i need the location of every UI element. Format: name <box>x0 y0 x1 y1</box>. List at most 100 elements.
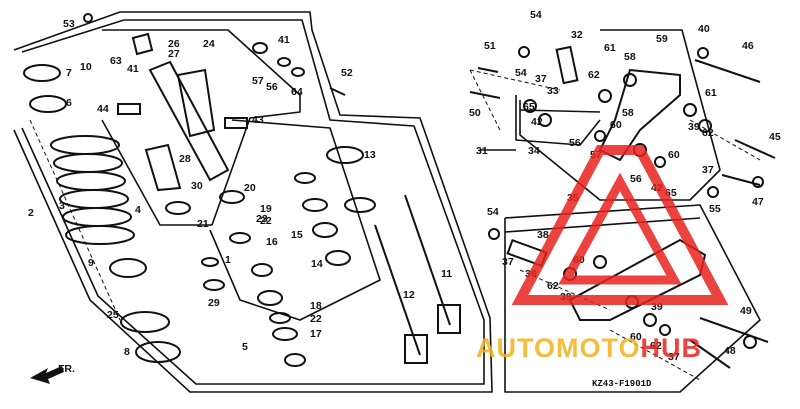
part-callout: 61 <box>705 87 717 99</box>
part-callout: 32 <box>571 29 583 41</box>
part-callout: 31 <box>476 145 488 157</box>
part-callout: 41 <box>278 34 290 46</box>
part-callout: 15 <box>291 229 303 241</box>
part-callout: 38 <box>537 229 549 241</box>
part-callout: 57 <box>252 75 264 87</box>
part-callout: 37 <box>702 164 714 176</box>
part-callout: 62 <box>588 69 600 81</box>
part-callout: 62 <box>547 280 559 292</box>
part-callout: 49 <box>740 305 752 317</box>
part-callout: 8 <box>124 346 130 358</box>
part-callout: 19 <box>260 203 272 215</box>
part-callout: 43 <box>252 114 264 126</box>
part-callout: 54 <box>487 206 499 218</box>
part-callout: 13 <box>364 149 376 161</box>
part-callout: 27 <box>168 48 180 60</box>
part-callout: 44 <box>97 103 109 115</box>
pivot-bolt <box>734 139 776 159</box>
frame-outline <box>101 29 301 226</box>
part-callout: 24 <box>203 38 215 50</box>
part-callout: 58 <box>622 107 634 119</box>
part-callout: 6 <box>66 97 72 109</box>
part-callout: 60 <box>610 119 622 131</box>
part-callout: 56 <box>630 173 642 185</box>
damper-rod <box>404 194 451 326</box>
part-callout: 60 <box>630 331 642 343</box>
part-callout: 41 <box>127 63 139 75</box>
part-callout: 25 <box>107 309 119 321</box>
part-callout: 37 <box>668 351 680 363</box>
part-callout: 34 <box>528 145 540 157</box>
part-callout: 62 <box>650 340 662 352</box>
part-callout: 52 <box>341 67 353 79</box>
pivot-bolt <box>699 317 769 343</box>
part-callout: 39 <box>688 121 700 133</box>
part-callout: 11 <box>441 268 452 280</box>
part-callout: 2 <box>28 207 34 219</box>
part-callout: 1 <box>225 254 231 266</box>
part-callout: 10 <box>80 61 92 73</box>
damper-reservoir <box>176 68 216 138</box>
direction-label: FR. <box>58 363 75 375</box>
part-callout: 5 <box>242 341 248 353</box>
part-callout: 37 <box>502 256 514 268</box>
part-callout: 45 <box>769 131 781 143</box>
part-callout: 39 <box>651 301 663 313</box>
part-callout: 26 <box>168 38 180 50</box>
part-callout: 7 <box>66 67 72 79</box>
part-callout: 21 <box>197 218 209 230</box>
part-callout: 28 <box>179 153 191 165</box>
part-callout: 63 <box>110 55 122 67</box>
watermark-text: AUTOMOTOHUB <box>476 333 702 363</box>
part-callout: 42 <box>531 116 543 128</box>
watermark-text-part: HUB <box>641 333 703 363</box>
frame-outline <box>21 19 485 385</box>
part-callout: 62 <box>702 127 714 139</box>
rubber-cap <box>117 103 141 115</box>
bump-rubber <box>144 143 182 192</box>
rod-eye <box>404 334 428 364</box>
part-callout: 4 <box>135 204 141 216</box>
part-callout: 51 <box>484 40 496 52</box>
part-callout: 65 <box>665 187 677 199</box>
part-callout: 65 <box>523 101 535 113</box>
frame-outline <box>515 95 601 146</box>
direction-arrow-icon <box>30 366 64 384</box>
part-callout: 60 <box>668 149 680 161</box>
part-callout: 54 <box>530 9 542 21</box>
part-callout: 37 <box>535 73 547 85</box>
part-callout: 40 <box>698 23 710 35</box>
part-callout: 17 <box>310 328 322 340</box>
shock-link <box>568 238 707 321</box>
part-callout: 14 <box>311 258 323 270</box>
spring-stopper <box>135 341 181 363</box>
watermark-text-part: AUTOMOTO <box>476 333 641 363</box>
part-callout: 55 <box>709 203 721 215</box>
rubber-cap <box>224 117 248 129</box>
part-callout: 46 <box>742 40 754 52</box>
part-callout: 53 <box>63 18 75 30</box>
part-callout: 64 <box>291 86 303 98</box>
part-callout: 20 <box>244 182 256 194</box>
spring-stopper <box>109 258 147 278</box>
part-callout: 48 <box>724 345 736 357</box>
spring-seat <box>29 95 67 113</box>
part-callout: 61 <box>604 42 616 54</box>
part-callout: 58 <box>624 51 636 63</box>
pivot-bolt <box>477 67 499 73</box>
part-callout: 56 <box>569 137 581 149</box>
part-callout: 9 <box>88 257 94 269</box>
part-callout: 16 <box>266 236 278 248</box>
frame-outline <box>519 29 721 201</box>
part-callout: 18 <box>310 300 322 312</box>
part-callout: 23 <box>256 213 268 225</box>
part-callout: 50 <box>469 107 481 119</box>
watermark-logo <box>511 145 729 305</box>
damper-rod <box>374 224 421 356</box>
spring-stopper <box>120 311 170 333</box>
part-callout: 33 <box>547 85 559 97</box>
damper-body <box>148 60 230 182</box>
frame-outline <box>209 119 381 321</box>
